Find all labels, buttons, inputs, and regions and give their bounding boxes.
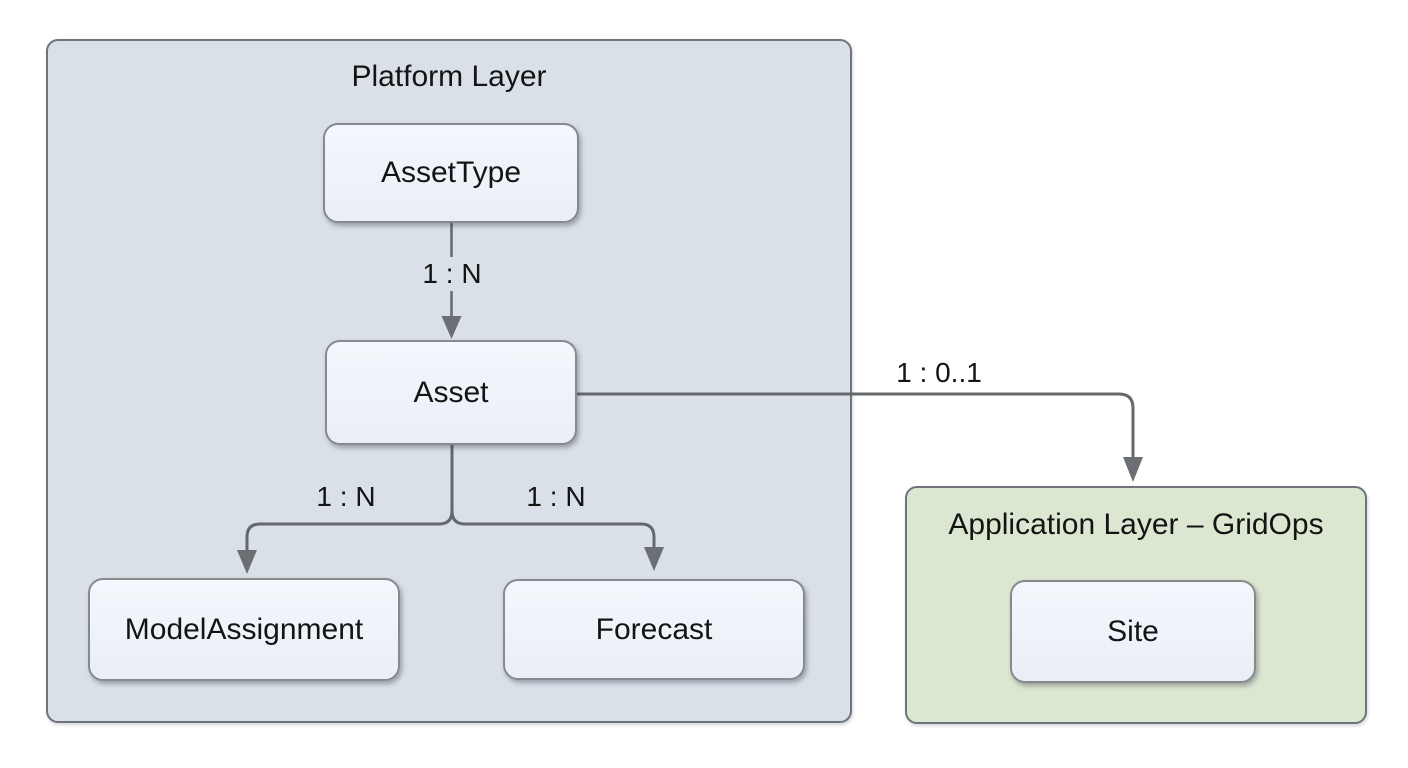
arrowhead-asset-site [1123, 457, 1143, 482]
edge-label-asset-modelassignment: 1 : N [316, 481, 376, 512]
node-model-assignment-label: ModelAssignment [124, 612, 364, 646]
node-model-assignment: ModelAssignment [88, 578, 400, 681]
node-site-label: Site [1107, 614, 1159, 648]
edge-label-asset-site: 1 : 0..1 [896, 357, 982, 388]
edge-label-assettype-asset: 1 : N [422, 258, 482, 289]
node-asset-type: AssetType [323, 123, 579, 223]
node-asset: Asset [325, 340, 577, 445]
node-site: Site [1010, 580, 1256, 683]
node-asset-type-label: AssetType [380, 156, 522, 189]
node-asset-label: Asset [413, 375, 489, 409]
node-forecast: Forecast [503, 579, 805, 680]
application-layer-title: Application Layer – GridOps [948, 508, 1324, 541]
edge-label-asset-forecast: 1 : N [526, 481, 586, 512]
platform-layer-title: Platform Layer [351, 60, 547, 93]
node-forecast-label: Forecast [595, 612, 713, 646]
